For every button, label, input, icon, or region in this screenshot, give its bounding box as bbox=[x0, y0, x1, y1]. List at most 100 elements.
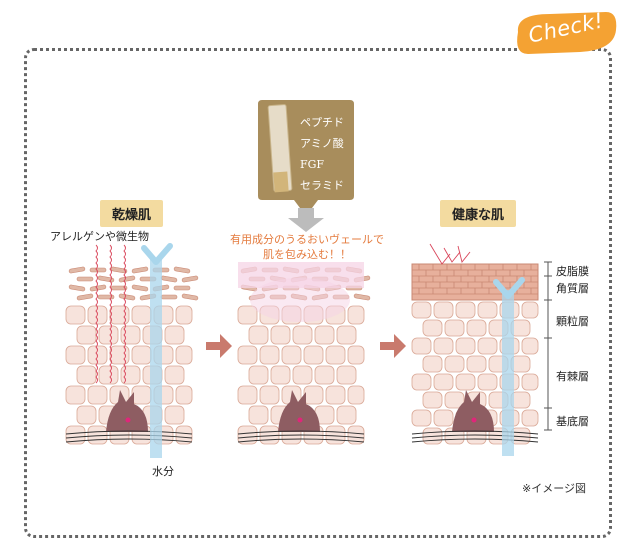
dry-skin-cells bbox=[65, 243, 199, 458]
basement-membrane-line bbox=[237, 434, 365, 439]
allergen-intrusion-line bbox=[95, 244, 98, 384]
allergen-intrusion-line bbox=[123, 244, 126, 384]
skin-cell bbox=[270, 325, 291, 345]
skin-cell bbox=[347, 345, 365, 365]
skin-cell bbox=[422, 319, 443, 337]
skin-cell bbox=[259, 385, 280, 405]
skin-cell bbox=[65, 305, 86, 325]
skin-cell bbox=[314, 325, 335, 345]
horny-flake bbox=[89, 267, 107, 273]
skin-cell bbox=[131, 385, 152, 405]
skin-cell bbox=[65, 425, 86, 445]
skin-cell bbox=[433, 337, 454, 355]
skin-cell bbox=[422, 355, 443, 373]
layer-label-granular: 顆粒層 bbox=[556, 315, 589, 328]
layer-label-sebum: 皮脂膜 bbox=[556, 265, 589, 278]
horny-flake bbox=[160, 294, 178, 300]
dry-skin-label: 乾燥肌 bbox=[100, 200, 164, 227]
skin-cell bbox=[292, 365, 313, 385]
basement-membrane-line bbox=[237, 438, 365, 443]
ingredient-peptide: ペプチド bbox=[300, 116, 344, 129]
skin-cell bbox=[477, 373, 498, 391]
skin-cell bbox=[444, 319, 465, 337]
skin-cell bbox=[237, 425, 258, 445]
skin-cell bbox=[248, 365, 269, 385]
horny-flake bbox=[89, 284, 107, 292]
horny-flake bbox=[76, 293, 94, 301]
skin-cell bbox=[131, 345, 152, 365]
water-label: 水分 bbox=[152, 465, 174, 478]
water-retained-arrow bbox=[493, 277, 525, 299]
skin-cell bbox=[444, 391, 465, 409]
skin-cell bbox=[76, 405, 97, 425]
skin-cell bbox=[237, 305, 258, 325]
horny-flake bbox=[181, 293, 199, 301]
layer-label-spinous: 有棘層 bbox=[556, 370, 589, 383]
skin-cell bbox=[175, 305, 193, 325]
skin-cell bbox=[76, 325, 97, 345]
skin-cell bbox=[411, 337, 432, 355]
basement-membrane-line bbox=[65, 430, 193, 435]
skin-cell bbox=[336, 405, 357, 425]
skin-cell bbox=[347, 425, 365, 445]
skin-cell bbox=[303, 345, 324, 365]
skin-cell bbox=[65, 345, 86, 365]
skin-cell bbox=[175, 345, 193, 365]
skin-cell bbox=[76, 365, 97, 385]
skin-cell bbox=[521, 409, 539, 427]
skin-cell bbox=[411, 373, 432, 391]
skin-cell bbox=[164, 365, 185, 385]
ingredient-fgf: FGF bbox=[300, 158, 325, 171]
right-arrow-icon-2 bbox=[380, 334, 406, 358]
horny-flake bbox=[118, 293, 136, 301]
skin-cell bbox=[325, 385, 346, 405]
skin-cell bbox=[325, 425, 346, 445]
product-cap bbox=[273, 171, 289, 193]
skin-cell bbox=[120, 325, 141, 345]
skin-cell bbox=[455, 301, 476, 319]
skin-cell bbox=[98, 365, 119, 385]
skin-cell bbox=[120, 365, 141, 385]
skin-cell bbox=[433, 373, 454, 391]
ingredient-ceramide: セラミド bbox=[300, 179, 344, 192]
skin-cell bbox=[281, 345, 302, 365]
allergen-intrusion-line bbox=[109, 244, 112, 384]
skin-cell bbox=[314, 365, 335, 385]
skin-cell bbox=[477, 301, 498, 319]
skin-cell bbox=[303, 385, 324, 405]
skin-cell bbox=[65, 385, 86, 405]
skin-cell bbox=[477, 337, 498, 355]
deflected-allergen-line bbox=[457, 245, 471, 263]
basal-cell bbox=[278, 390, 320, 432]
skin-cell bbox=[466, 355, 487, 373]
skin-cell bbox=[87, 385, 108, 405]
skin-cell bbox=[521, 301, 539, 319]
deflected-allergen-line bbox=[429, 243, 451, 265]
basement-membrane-line bbox=[411, 430, 539, 435]
water-escape-arrow bbox=[141, 243, 173, 265]
right-arrow-icon-1 bbox=[206, 334, 232, 358]
skin-cell bbox=[411, 301, 432, 319]
skin-cell bbox=[411, 409, 432, 427]
basement-membrane-line bbox=[411, 434, 539, 439]
horny-flake bbox=[97, 294, 115, 300]
skin-cell bbox=[325, 345, 346, 365]
basal-nucleus bbox=[125, 417, 131, 423]
healthy-skin-label: 健康な肌 bbox=[440, 200, 517, 227]
layer-bracket bbox=[544, 261, 552, 431]
basement-membrane-line bbox=[237, 430, 365, 435]
dotted-frame bbox=[24, 48, 612, 538]
skin-cell bbox=[259, 345, 280, 365]
horny-flake bbox=[76, 276, 94, 282]
layer-label-stratum-corneum: 角質層 bbox=[556, 282, 589, 295]
basal-nucleus bbox=[297, 417, 303, 423]
skin-cell bbox=[433, 409, 454, 427]
skin-cell bbox=[521, 373, 539, 391]
skin-cell bbox=[292, 325, 313, 345]
ingredient-amino-acid: アミノ酸 bbox=[300, 137, 344, 150]
image-note: ※イメージ図 bbox=[522, 482, 586, 495]
skin-cell bbox=[347, 385, 365, 405]
veil-caption-line2: 肌を包み込む！！ bbox=[263, 248, 351, 261]
horny-flake bbox=[181, 275, 199, 283]
